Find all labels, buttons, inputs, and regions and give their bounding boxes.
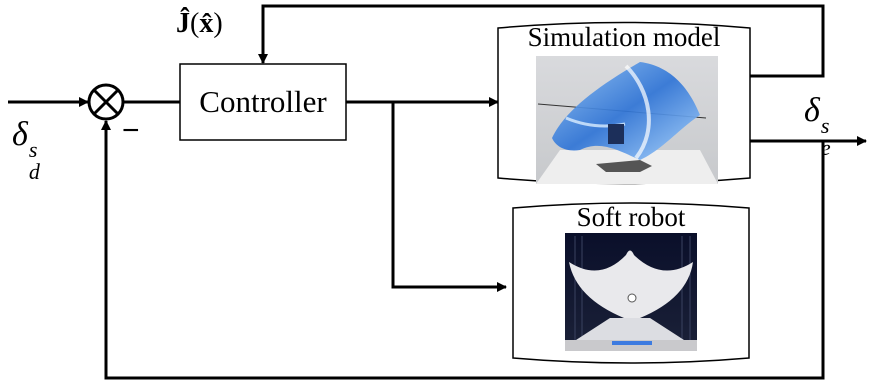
minus-sign: − xyxy=(122,114,140,147)
jacobian-paren-close: ) xyxy=(213,8,223,39)
input-symbol: δ xyxy=(12,116,28,153)
output-superscript: s xyxy=(820,113,830,138)
input-superscript: s xyxy=(28,137,38,162)
soft-robot-label: Soft robot xyxy=(576,202,686,232)
input-subscript: d xyxy=(28,159,40,184)
controller-label: Controller xyxy=(199,84,327,119)
jacobian-argument: x̂ xyxy=(199,8,214,39)
summing-junction xyxy=(87,83,125,121)
simulation-model-image xyxy=(536,56,718,184)
jacobian-label: Ĵ(x̂) xyxy=(176,8,223,40)
soft-robot-image xyxy=(565,233,697,351)
jacobian-paren-open: ( xyxy=(190,8,200,39)
simulation-model-label: Simulation model xyxy=(527,22,721,52)
jacobian-symbol: Ĵ xyxy=(176,8,190,39)
robot-branch-line xyxy=(391,102,507,292)
controller-block xyxy=(179,63,347,141)
output-feedback-line xyxy=(101,120,825,380)
jacobian-feedback-line xyxy=(258,4,825,78)
output-symbol: δ xyxy=(804,92,820,129)
output-subscript: e xyxy=(820,135,831,160)
